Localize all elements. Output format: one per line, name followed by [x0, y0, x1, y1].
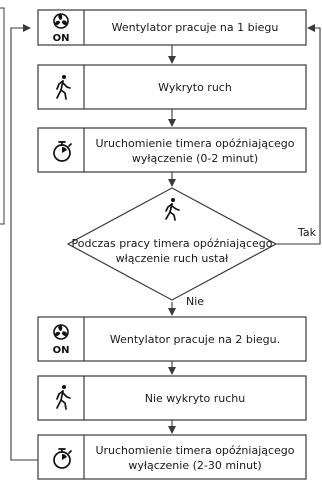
step-box-timer-2-30: Uruchomienie timera opóźniającego wyłącz… — [37, 434, 307, 480]
decision-yes-label: Tak — [297, 226, 317, 239]
walking-person-icon — [165, 198, 180, 221]
step-text-timer-0-2-line1: Uruchomienie timera opóźniającego — [95, 137, 294, 150]
decision-no-label: Nie — [186, 295, 204, 308]
step-text-motion-detected: Wykryto ruch — [158, 81, 232, 94]
loop-back-line-left — [10, 24, 38, 461]
step-text-fan-speed-1: Wentylator pracuje na 1 biegu — [112, 21, 279, 34]
step-box-no-motion: Nie wykryto ruchu — [37, 375, 307, 421]
fan-on-icon — [53, 13, 69, 29]
left-bracket-line — [0, 7, 5, 225]
step-box-fan-speed-2: ON Wentylator pracuje na 2 biegu. — [37, 316, 307, 362]
fan-on-label: ON — [53, 33, 70, 44]
fan-on-icon — [53, 324, 69, 340]
step-text-timer-0-2-line2: wyłączenie (0-2 minut) — [132, 152, 258, 165]
step-text-timer-2-30-line2: wyłączenie (2-30 minut) — [128, 459, 261, 472]
loop-back-line-right — [276, 24, 321, 245]
stopwatch-icon — [53, 141, 72, 162]
step-text-fan-speed-2: Wentylator pracuje na 2 biegu. — [110, 333, 280, 346]
step-text-no-motion: Nie wykryto ruchu — [145, 392, 245, 405]
fan-on-label: ON — [53, 345, 70, 356]
step-text-timer-2-30-line1: Uruchomienie timera opóźniającego — [95, 444, 294, 457]
step-box-motion-detected: Wykryto ruch — [37, 64, 307, 110]
decision-text-line2: włączenie ruch ustał — [116, 252, 230, 265]
stopwatch-icon — [53, 448, 72, 469]
walking-person-icon — [56, 385, 71, 410]
walking-person-icon — [56, 75, 71, 100]
step-box-timer-0-2: Uruchomienie timera opóźniającego wyłącz… — [37, 127, 307, 173]
decision-text-line1: Podczas pracy timera opóźniającego — [72, 237, 273, 250]
step-box-fan-speed-1: ON Wentylator pracuje na 1 biegu — [37, 9, 307, 46]
decision-diamond: Podczas pracy timera opóźniającego włącz… — [66, 187, 278, 301]
